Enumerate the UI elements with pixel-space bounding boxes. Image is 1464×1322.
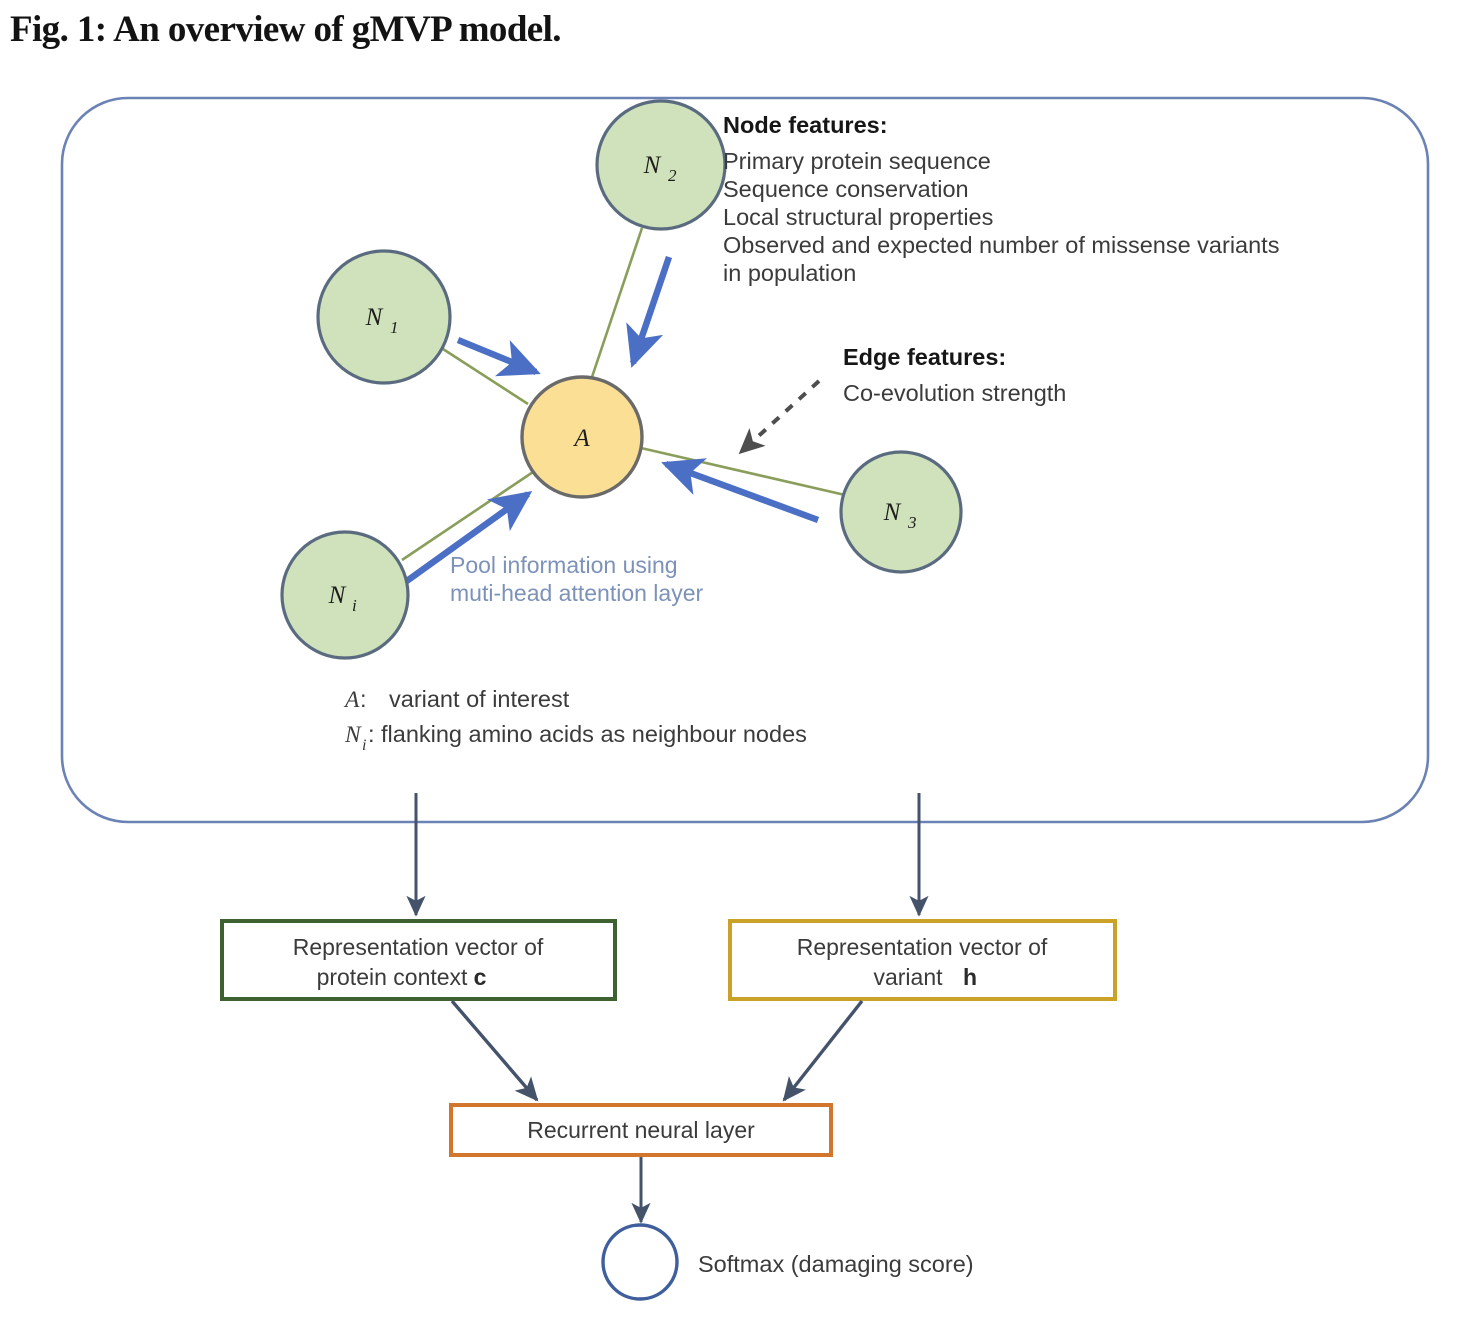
edge-n3-a (640, 446, 846, 497)
node-ni-subscript: i (352, 596, 357, 615)
variant-box-line-2-bold: h (963, 964, 977, 990)
node-features-line-1: Primary protein sequence (723, 148, 991, 174)
rnn-box-label: Recurrent neural layer (527, 1117, 755, 1143)
attention-note: Pool information using muti-head attenti… (450, 552, 703, 606)
legend-symbol-ni: N (344, 722, 362, 748)
node-n1-subscript: 1 (390, 318, 399, 337)
graph-nodes: N 1 N 2 N 3 N i A (280, 99, 963, 660)
edge-features-block: Edge features: Co-evolution strength (843, 344, 1066, 406)
legend-colon-ni: : (368, 721, 375, 747)
attention-arrow-n1 (456, 336, 541, 377)
node-n2-subscript: 2 (668, 166, 677, 185)
edge-features-heading: Edge features: (843, 344, 1006, 370)
legend-symbol-ni-subscript: i (362, 737, 366, 754)
legend-colon-a: : (360, 686, 367, 712)
node-features-line-5: in population (723, 260, 856, 286)
node-n1[interactable]: N 1 (316, 249, 452, 385)
rnn-input-arrows (450, 999, 864, 1102)
edge-n1-a (442, 347, 529, 406)
context-box-line-2-bold: c (474, 964, 487, 990)
node-features-line-4: Observed and expected number of missense… (723, 232, 1279, 258)
node-ni-label: N (328, 582, 347, 609)
softmax-output[interactable]: Softmax (damaging score) (601, 1223, 974, 1301)
attention-arrows (402, 255, 820, 586)
graph-edges (401, 227, 846, 562)
panel-output-arrows (406, 793, 929, 917)
attention-note-line-2: muti-head attention layer (450, 580, 703, 606)
context-box-line-2-prefix: protein context (317, 964, 468, 990)
node-n3-label: N (883, 499, 902, 526)
legend-text-a: variant of interest (389, 686, 570, 712)
graph-panel-container (60, 96, 1430, 824)
node-features-line-3: Local structural properties (723, 204, 993, 230)
variant-vector-box[interactable]: Representation vector of variant h (728, 919, 1117, 1001)
flow-arrow-context-to-rnn (450, 999, 539, 1102)
attention-arrow-n3 (661, 458, 820, 524)
attention-note-line-1: Pool information using (450, 552, 678, 578)
flow-arrow-variant-to-rnn (782, 999, 864, 1102)
node-features-heading: Node features: (723, 112, 888, 138)
edge-ni-a (401, 470, 534, 562)
attention-arrow-ni (402, 490, 533, 586)
softmax-output-label: Softmax (damaging score) (698, 1251, 974, 1277)
node-variant-a-label: A (572, 425, 590, 452)
node-variant-a[interactable]: A (520, 375, 644, 499)
variant-box-line-1: Representation vector of (797, 934, 1048, 960)
recurrent-neural-layer-box[interactable]: Recurrent neural layer (449, 1103, 833, 1157)
node-n2[interactable]: N 2 (595, 99, 727, 231)
edge-n2-a (590, 227, 644, 378)
edge-features-line-1: Co-evolution strength (843, 380, 1066, 406)
node-features-line-2: Sequence conservation (723, 176, 969, 202)
node-n3-subscript: 3 (907, 513, 917, 532)
edge-features-pointer-arrow (738, 379, 821, 455)
node-n3[interactable]: N 3 (839, 450, 963, 574)
variant-box-line-2-prefix: variant (873, 964, 943, 990)
softmax-circle (601, 1223, 679, 1301)
legend-text-ni: flanking amino acids as neighbour nodes (381, 721, 807, 747)
page-title: Fig. 1: An overview of gMVP model. (10, 9, 562, 50)
context-box-line-1: Representation vector of (293, 934, 544, 960)
legend-symbol-a: A (343, 687, 360, 713)
node-n1-label: N (365, 304, 384, 331)
attention-arrow-n2 (626, 255, 673, 368)
node-features-block: Node features: Primary protein sequence … (723, 112, 1279, 286)
node-n2-label: N (643, 152, 662, 179)
graph-legend: A : variant of interest N i : flanking a… (343, 686, 807, 754)
context-vector-box[interactable]: Representation vector of protein context… (220, 919, 617, 1001)
node-ni[interactable]: N i (280, 530, 410, 660)
